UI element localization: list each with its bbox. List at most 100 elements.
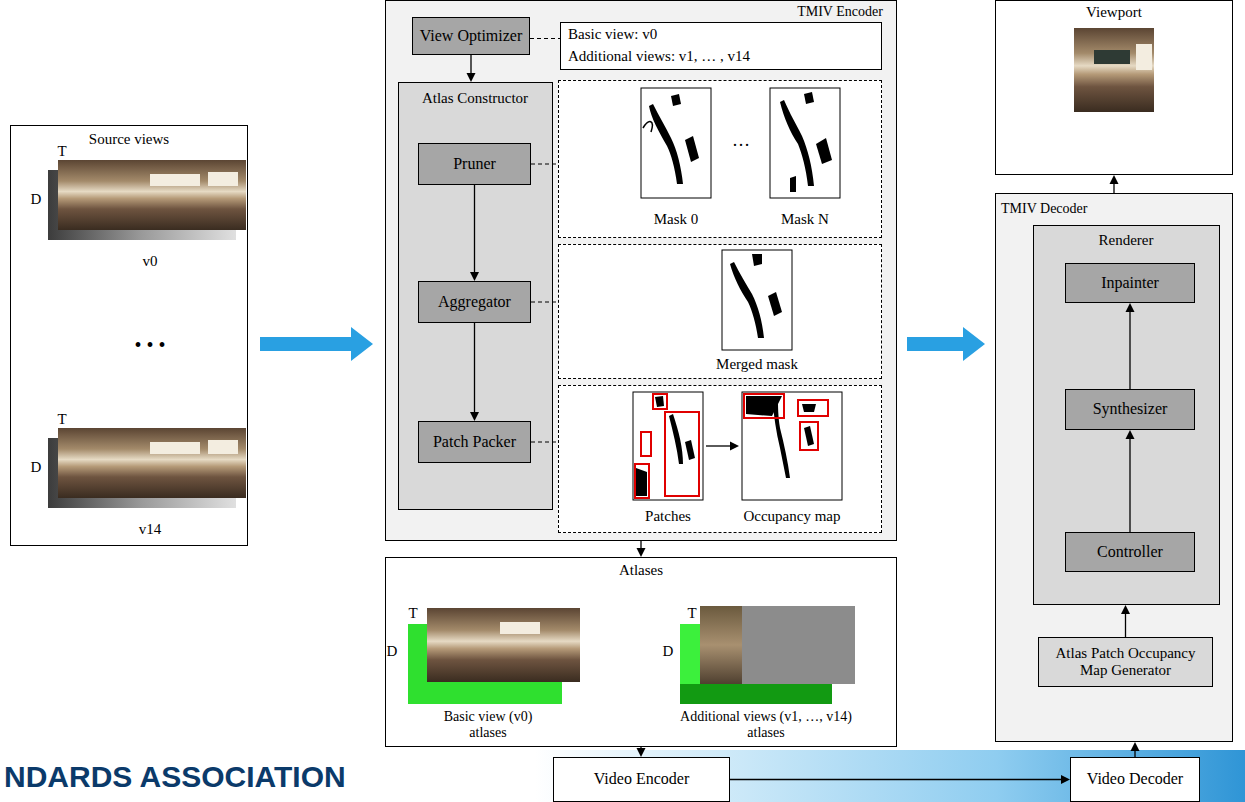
process-box: Pruner: [418, 143, 531, 185]
group-title: Atlas Constructor: [422, 90, 528, 107]
connector-line: [1125, 612, 1126, 637]
ellipsis: • • •: [134, 334, 165, 357]
arrow-connector: [470, 323, 479, 421]
arrowhead: [963, 327, 985, 361]
mask-blob: [649, 104, 683, 184]
patch-box: [800, 422, 818, 450]
box-label: Synthesizer: [1093, 400, 1168, 418]
process-box: Inpainter: [1065, 263, 1195, 303]
arrowhead: [1131, 742, 1140, 751]
connector-line: [474, 185, 475, 274]
arrow-connector: [1126, 303, 1135, 389]
panel-title: Viewport: [1086, 4, 1142, 21]
merged-mask-image: [722, 250, 792, 350]
mask-frame: [641, 88, 711, 198]
arrowhead: [1126, 303, 1135, 312]
arrow-connector: [470, 185, 479, 281]
arrowhead: [470, 412, 479, 421]
footer-band: [0, 750, 1245, 802]
connector-line: [1129, 437, 1130, 532]
image-caption: Merged mask: [716, 356, 798, 373]
connector-line: [730, 779, 1063, 780]
process-box: Controller: [1065, 532, 1195, 572]
mask-frame: [633, 392, 703, 500]
panel-title: TMIV Encoder: [797, 4, 883, 20]
ellipsis: …: [732, 130, 750, 151]
connector-line: [531, 442, 558, 443]
mask-blob: [804, 426, 814, 446]
connector-line: [531, 302, 558, 303]
layer-tag: T: [57, 143, 66, 160]
arrow-connector: [1131, 742, 1140, 757]
dashed-link: [531, 164, 558, 165]
dashed-link: [531, 302, 558, 303]
arrow-connector: [1110, 175, 1119, 193]
group-box: RendererInpainterSynthesizerController: [1033, 225, 1220, 605]
process-box: Atlas Patch Occupancy Map Generator: [1038, 637, 1213, 687]
mask-image: [770, 88, 840, 198]
image-caption: Occupancy map: [743, 508, 840, 525]
mask-blob: [685, 440, 695, 460]
process-box: Aggregator: [418, 281, 531, 323]
packing-arrowhead: [730, 442, 739, 451]
view-label: v0: [143, 253, 158, 270]
window-highlight: [1136, 44, 1152, 70]
mask-blob: [752, 254, 762, 266]
patch-box: [798, 400, 828, 416]
layer-tag: T: [408, 605, 417, 622]
layer-tag: T: [687, 605, 696, 622]
texture-patches: [700, 606, 742, 684]
decoder-panel: TMIV DecoderRendererInpainterSynthesizer…: [995, 193, 1233, 742]
box-label: Pruner: [453, 155, 496, 173]
info-box: Basic view: v0Additional views: v1, … , …: [560, 22, 882, 70]
mask-blob: [816, 138, 832, 164]
texture-image: [58, 160, 246, 230]
mask-blob: [780, 100, 814, 186]
patch-box: [744, 394, 784, 418]
box-label: Video Encoder: [594, 770, 689, 788]
box-label: Atlas Patch Occupancy Map Generator: [1051, 645, 1201, 680]
mask-image: [641, 88, 711, 198]
window-highlight: [208, 172, 238, 186]
box-label: Patch Packer: [433, 433, 516, 451]
codec-box: Video Decoder: [1070, 757, 1200, 802]
mask-frame: [742, 392, 842, 500]
viewport-image: [1074, 28, 1154, 112]
layer-tag: D: [387, 643, 398, 660]
image-caption: Additional views (v1, …, v14) atlases: [666, 709, 866, 741]
panel-title: Source views: [89, 131, 169, 148]
arrow-connector: [637, 541, 646, 557]
window-highlight: [500, 622, 540, 634]
connector-line: [470, 55, 471, 75]
mask-blob: [730, 262, 764, 338]
arrowhead: [1110, 175, 1119, 184]
occupancy-map-image: [742, 392, 842, 500]
box-label: Video Decoder: [1087, 770, 1183, 788]
patches-image: [633, 392, 703, 500]
window-highlight: [150, 442, 200, 454]
process-box: View Optimizer: [412, 17, 530, 55]
layer-tag: D: [31, 191, 42, 208]
texture-image: [58, 428, 246, 498]
packing-arrow: [706, 445, 731, 446]
image-caption: Basic view (v0) atlases: [428, 709, 548, 741]
connector-line: [474, 323, 475, 414]
view-label: v14: [139, 521, 162, 538]
process-box: Patch Packer: [418, 421, 531, 463]
arrowhead: [637, 748, 646, 757]
layer-tag: D: [663, 643, 674, 660]
image-caption: Mask N: [781, 211, 829, 228]
dashed-link: [530, 38, 560, 39]
arrowhead: [467, 73, 476, 82]
arrow-connector: [1126, 430, 1135, 532]
mask-frame: [770, 88, 840, 198]
output-panel: Merged mask: [558, 244, 882, 379]
flow-arrow: [260, 327, 373, 361]
connector-line: [530, 38, 560, 39]
mask-blob: [655, 396, 664, 407]
patch-box: [653, 394, 667, 409]
panel-title: Atlases: [619, 562, 663, 579]
layer-tag: T: [57, 411, 66, 428]
